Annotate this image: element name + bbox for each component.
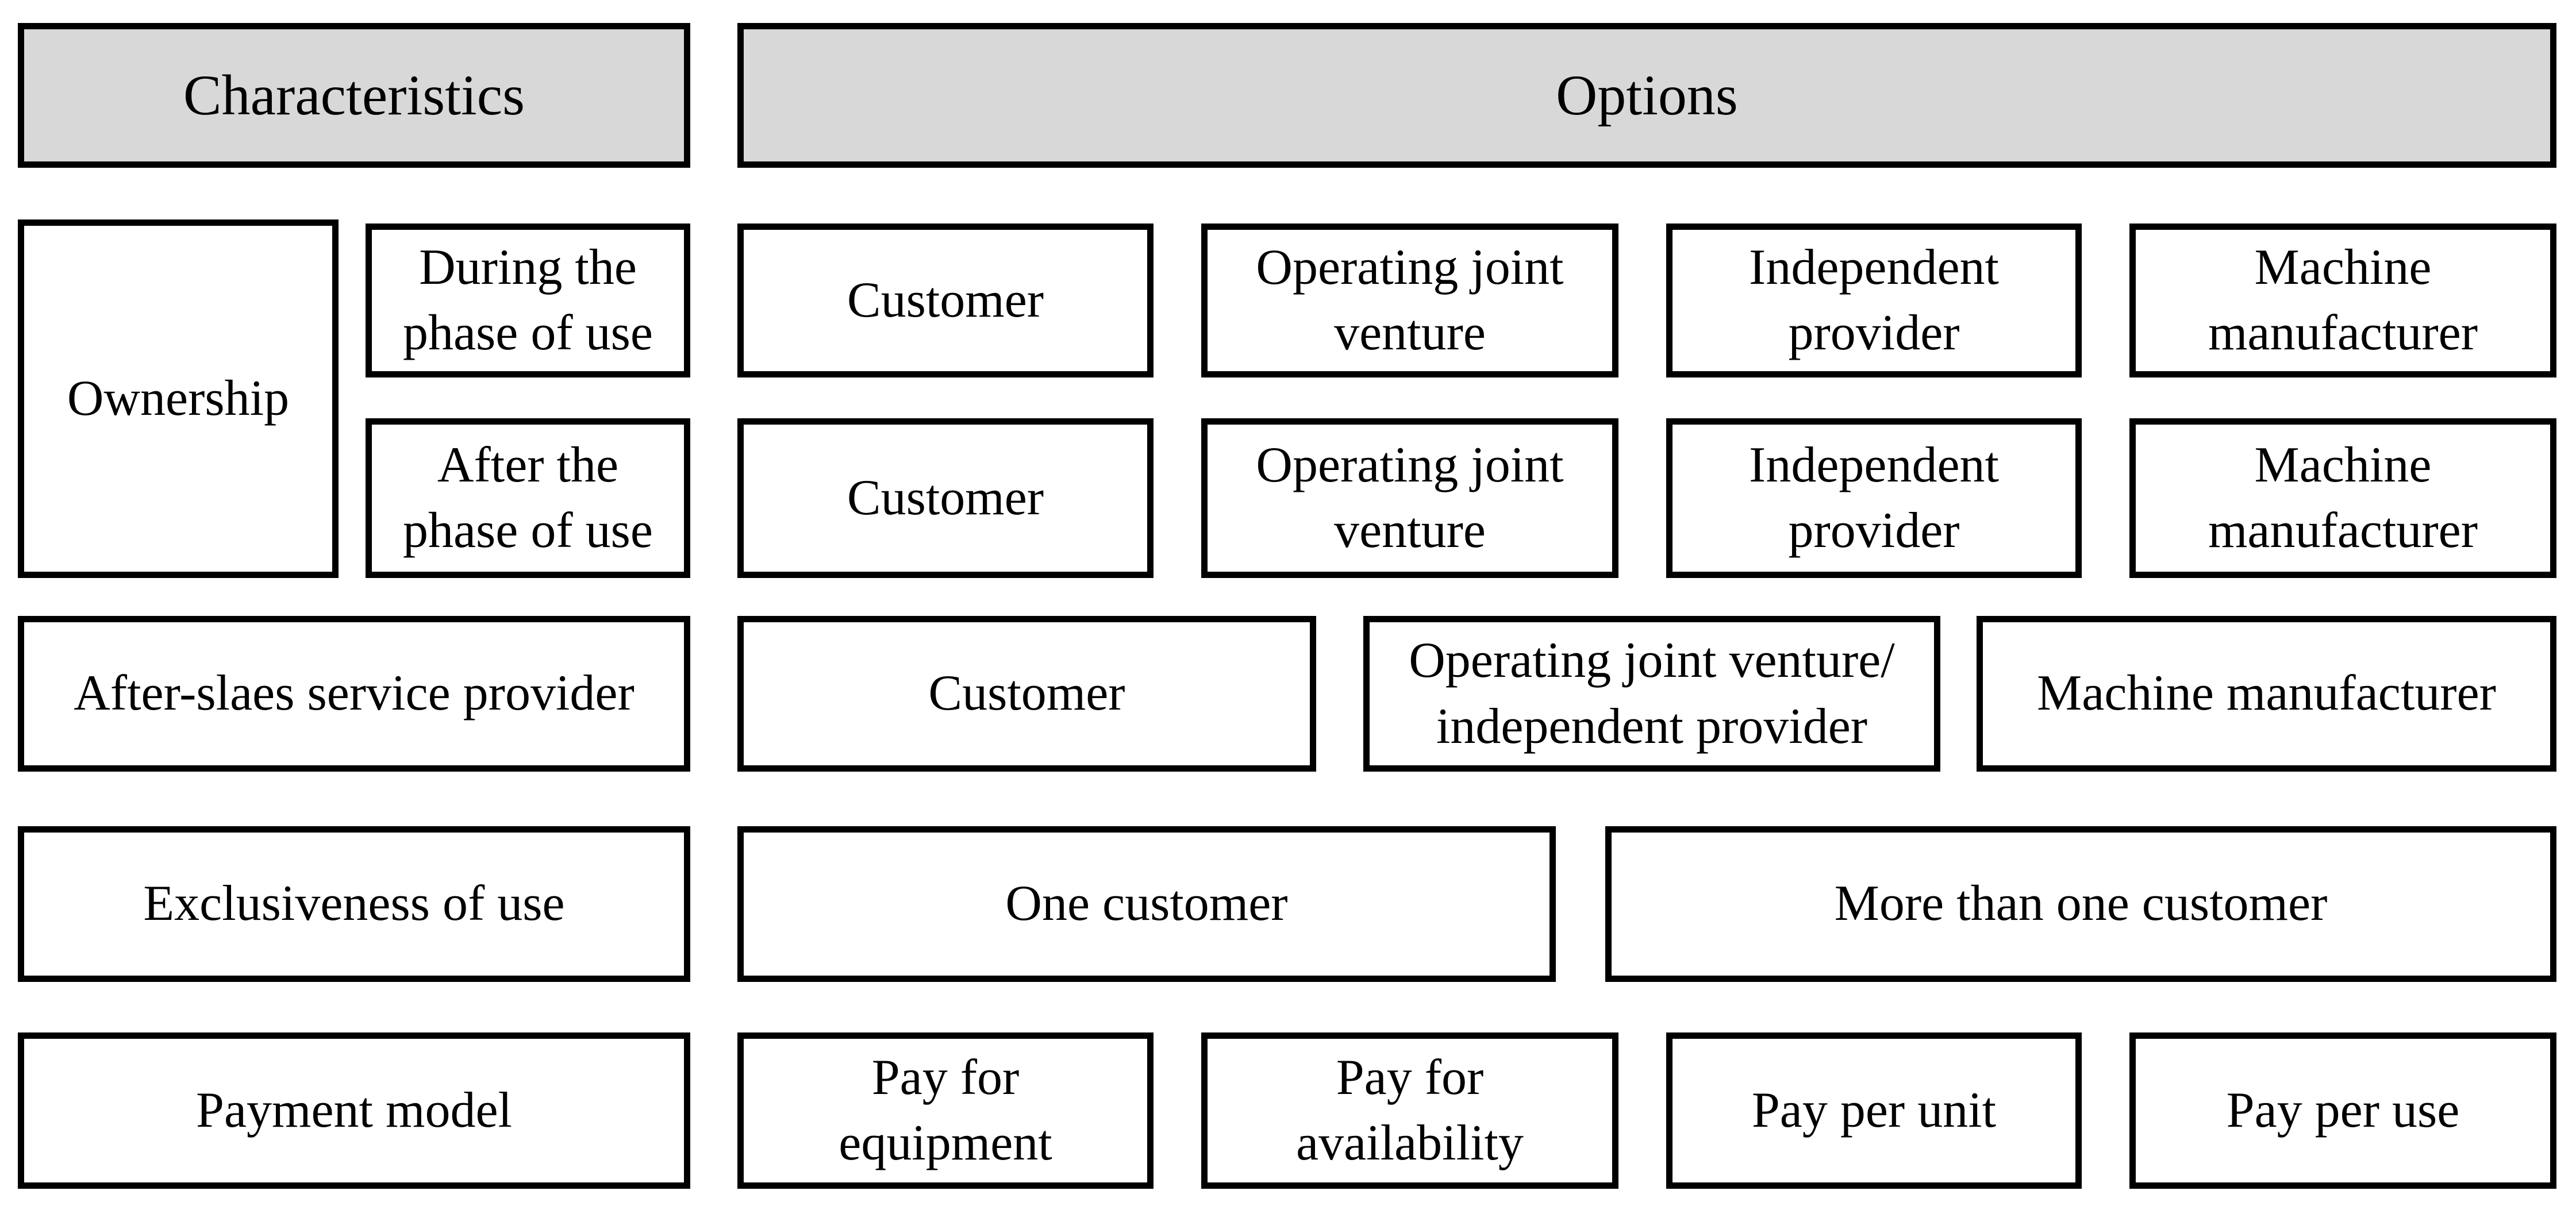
option-after-customer: Customer [737,418,1154,578]
cell-ownership: Ownership [18,219,339,578]
option-during-independent-provider: Independent provider [1666,224,2082,377]
option-exclusiveness-one-customer: One customer [737,826,1556,982]
cell-payment-model: Payment model [18,1032,690,1189]
option-during-customer: Customer [737,224,1154,377]
option-after-machine-manufacturer: Machine manufacturer [2129,418,2556,578]
option-aftersales-machine-manufacturer: Machine manufacturer [1977,616,2556,772]
cell-after-phase-of-use: After the phase of use [366,418,690,578]
option-aftersales-ojv-independent-provider: Operating joint venture/ independent pro… [1363,616,1940,772]
option-payment-pay-per-use: Pay per use [2129,1032,2556,1189]
option-payment-pay-per-unit: Pay per unit [1666,1032,2082,1189]
cell-after-sales-service-provider: After-slaes service provider [18,616,690,772]
option-during-operating-joint-venture: Operating joint venture [1201,224,1618,377]
header-cell-options: Options [737,23,2556,168]
header-cell-characteristics: Characteristics [18,23,690,168]
cell-exclusiveness-of-use: Exclusiveness of use [18,826,690,982]
option-exclusiveness-more-than-one-customer: More than one customer [1605,826,2556,982]
cell-during-phase-of-use: During the phase of use [366,224,690,377]
option-after-independent-provider: Independent provider [1666,418,2082,578]
option-payment-pay-for-availability: Pay for availability [1201,1032,1618,1189]
option-aftersales-customer: Customer [737,616,1316,772]
option-after-operating-joint-venture: Operating joint venture [1201,418,1618,578]
option-during-machine-manufacturer: Machine manufacturer [2129,224,2556,377]
option-payment-pay-for-equipment: Pay for equipment [737,1032,1154,1189]
